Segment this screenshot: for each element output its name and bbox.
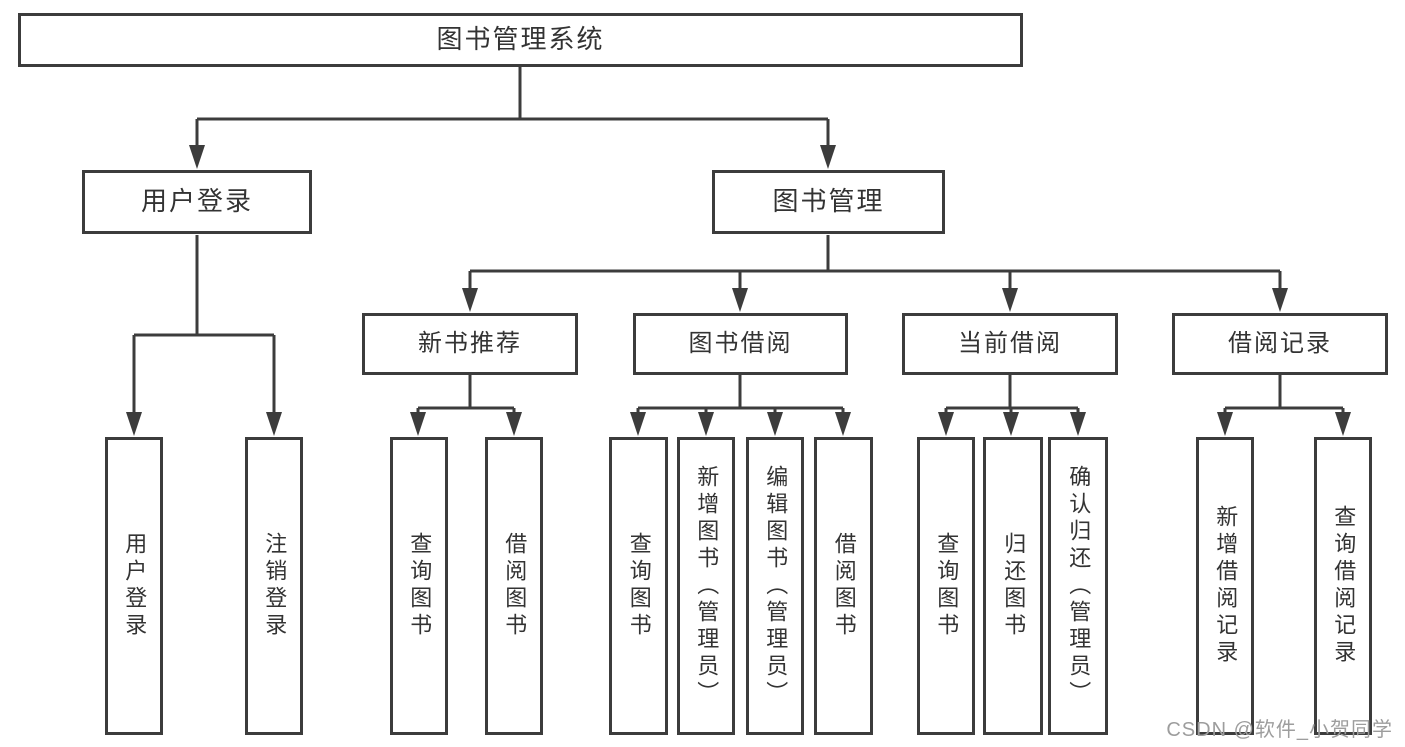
leaf-logout-login: 注销登录	[245, 437, 303, 735]
leaf-return-books: 归还图书	[983, 437, 1043, 735]
leaf-add-borrow-record: 新增借阅记录	[1196, 437, 1254, 735]
csdn-watermark: CSDN @软件_小贺同学	[1166, 719, 1393, 741]
node-user-login: 用户登录	[82, 170, 312, 234]
node-library-management-system: 图书管理系统	[18, 13, 1023, 67]
leaf-confirm-return-admin: 确认归还（管理员）	[1048, 437, 1108, 735]
leaf-add-books-admin: 新增图书（管理员）	[677, 437, 735, 735]
node-new-book-recommend: 新书推荐	[362, 313, 578, 375]
leaf-query-books-borrowing: 查询图书	[609, 437, 668, 735]
node-book-management: 图书管理	[712, 170, 945, 234]
node-borrowing-records: 借阅记录	[1172, 313, 1388, 375]
arrowheads	[126, 145, 1351, 436]
leaf-borrow-books-recommend: 借阅图书	[485, 437, 543, 735]
node-current-borrowing: 当前借阅	[902, 313, 1118, 375]
leaf-borrow-books-borrowing: 借阅图书	[814, 437, 873, 735]
leaf-user-login: 用户登录	[105, 437, 163, 735]
leaf-edit-books-admin: 编辑图书（管理员）	[746, 437, 804, 735]
leaf-query-books-current: 查询图书	[917, 437, 975, 735]
leaf-query-borrow-record: 查询借阅记录	[1314, 437, 1372, 735]
leaf-query-books-recommend: 查询图书	[390, 437, 448, 735]
node-book-borrowing: 图书借阅	[633, 313, 848, 375]
